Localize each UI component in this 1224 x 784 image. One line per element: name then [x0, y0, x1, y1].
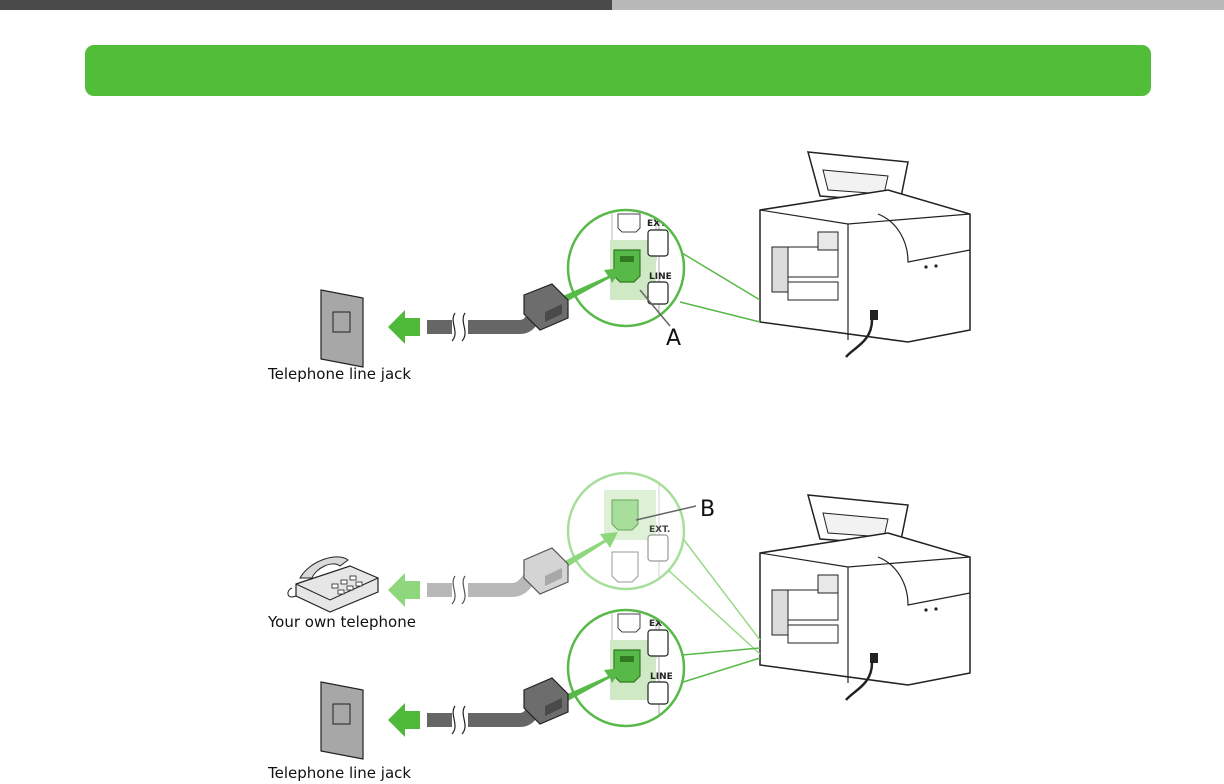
plug-telephone	[523, 547, 569, 595]
top-diagram: EXT. LINE A Telephone line jack	[267, 150, 972, 383]
insert-arrow-ext	[563, 532, 618, 568]
plug-top	[523, 283, 569, 331]
port-label-ext-lower: EXT.	[649, 619, 670, 629]
port-label-line-lower: LINE	[650, 672, 673, 682]
port-magnifier-line: EXT. LINE	[566, 608, 686, 728]
port-magnifier-ext: EXT.	[566, 471, 686, 591]
wall-jack-top-icon	[320, 289, 364, 368]
printer-illustration-top	[758, 150, 972, 359]
plug-line	[523, 677, 569, 725]
jack-label-top: Telephone line jack	[267, 365, 411, 383]
arrow-to-jack-bottom	[388, 703, 420, 737]
bottom-diagram: EXT. B EXT. LINE	[267, 471, 972, 782]
header-bar-light	[612, 0, 1224, 10]
insert-arrow-line	[563, 668, 622, 702]
telephone-icon	[287, 556, 379, 613]
port-label-ext-upper: EXT.	[649, 525, 670, 535]
insert-arrow-top	[563, 268, 622, 302]
telephone-label: Your own telephone	[267, 613, 416, 631]
printer-illustration-bottom	[758, 493, 972, 702]
jack-label-bottom: Telephone line jack	[267, 764, 411, 782]
wall-jack-bottom-icon	[320, 681, 364, 760]
arrow-to-jack-top	[388, 310, 420, 344]
callout-b: B	[700, 497, 715, 522]
callout-a: A	[666, 326, 681, 351]
port-label-line-top: LINE	[649, 272, 672, 282]
section-banner	[85, 45, 1151, 96]
port-magnifier-top: EXT. LINE	[566, 208, 686, 328]
header-bar-dark	[0, 0, 612, 10]
arrow-to-telephone	[388, 573, 420, 607]
port-label-ext-top: EXT.	[647, 219, 668, 229]
